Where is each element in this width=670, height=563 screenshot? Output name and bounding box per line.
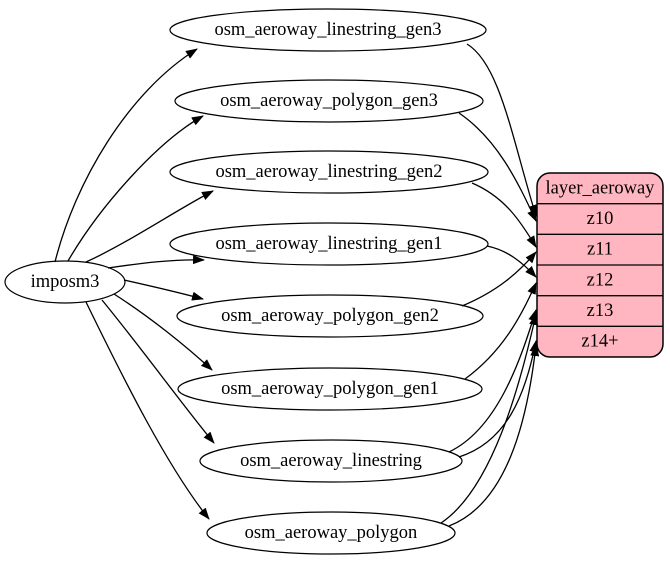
node-osm_aeroway_polygon_gen1: osm_aeroway_polygon_gen1 [177, 367, 483, 411]
osm_aeroway_linestring_gen1-ellipse [169, 222, 489, 266]
layer_aeroway-row-z10: z10 [587, 209, 614, 229]
layer_aeroway-row-z13: z13 [587, 301, 614, 321]
osm_aeroway_polygon_gen1-label: osm_aeroway_polygon_gen1 [221, 379, 439, 399]
layer_aeroway-title: layer_aeroway [546, 178, 656, 198]
edge-osm_aeroway_polygon_gen1-to-layer_aeroway-z12 [464, 282, 537, 380]
imposm3-ellipse [4, 260, 126, 304]
nodes-layer: imposm3 osm_aeroway_linestring_gen3 osm_ae… [4, 8, 664, 555]
osm_aeroway_linestring_gen3-label: osm_aeroway_linestring_gen3 [214, 20, 441, 40]
edge-imposm3-to-osm_aeroway_linestring [101, 299, 215, 444]
node-osm_aeroway_polygon_gen2: osm_aeroway_polygon_gen2 [176, 294, 484, 338]
edge-osm_aeroway_linestring_gen2-to-layer_aeroway-z11 [471, 182, 537, 248]
edge-osm_aeroway_polygon_gen3-to-layer_aeroway-z10 [458, 112, 537, 222]
osm_aeroway_polygon_gen2-label: osm_aeroway_polygon_gen2 [221, 306, 439, 326]
osm_aeroway_polygon_gen3-label: osm_aeroway_polygon_gen3 [220, 91, 438, 111]
edges-layer [54, 43, 540, 527]
layer_aeroway-row-z12: z12 [587, 270, 614, 290]
edge-osm_aeroway_polygon-to-layer_aeroway-z13 [440, 313, 539, 524]
osm_aeroway_linestring-label: osm_aeroway_linestring [240, 451, 422, 471]
node-osm_aeroway_linestring_gen3: osm_aeroway_linestring_gen3 [169, 8, 487, 52]
osm_aeroway_linestring_gen3-ellipse [169, 8, 487, 52]
edge-imposm3-to-osm_aeroway_linestring_gen1 [107, 255, 205, 269]
node-imposm3: imposm3 [4, 260, 126, 304]
osm_aeroway_linestring_gen1-label: osm_aeroway_linestring_gen1 [215, 234, 442, 254]
edge-osm_aeroway_linestring-to-layer_aeroway-z13 [448, 309, 538, 453]
layer_aeroway-row-z14+: z14+ [581, 332, 618, 352]
osm_aeroway_polygon_gen2-ellipse [176, 294, 484, 338]
edge-osm_aeroway_polygon_gen2-to-layer_aeroway-z11 [461, 251, 537, 307]
osm_aeroway_polygon-ellipse [206, 511, 456, 555]
node-osm_aeroway_linestring_gen2: osm_aeroway_linestring_gen2 [169, 150, 489, 194]
edge-osm_aeroway_linestring_gen3-to-layer_aeroway-z10 [466, 43, 538, 217]
node-osm_aeroway_linestring: osm_aeroway_linestring [199, 439, 463, 483]
layer_aeroway-row-z11: z11 [587, 240, 613, 260]
edge-imposm3-to-osm_aeroway_polygon [85, 301, 210, 520]
edge-osm_aeroway_polygon-to-layer_aeroway-z14+ [448, 344, 540, 527]
edge-imposm3-to-osm_aeroway_polygon_gen1 [113, 293, 213, 371]
node-osm_aeroway_polygon_gen3: osm_aeroway_polygon_gen3 [174, 79, 484, 123]
osm_aeroway_polygon_gen3-ellipse [174, 79, 484, 123]
node-layer_aeroway: layer_aeroway z10 z11 z12 z13 z14+ [536, 172, 664, 358]
node-osm_aeroway_polygon: osm_aeroway_polygon [206, 511, 456, 555]
osm_aeroway_linestring-ellipse [199, 439, 463, 483]
edge-osm_aeroway_linestring-to-layer_aeroway-z14+ [458, 340, 539, 458]
edge-osm_aeroway_linestring_gen1-to-layer_aeroway-z12 [486, 245, 537, 278]
imposm3-label: imposm3 [31, 272, 100, 292]
edge-imposm3-to-osm_aeroway_polygon_gen3 [67, 115, 204, 262]
osm_aeroway_polygon_gen1-ellipse [177, 367, 483, 411]
osm_aeroway_linestring_gen2-label: osm_aeroway_linestring_gen2 [215, 162, 442, 182]
osm_aeroway_polygon-label: osm_aeroway_polygon [245, 523, 418, 543]
edge-imposm3-to-osm_aeroway_linestring_gen2 [85, 190, 214, 263]
node-osm_aeroway_linestring_gen1: osm_aeroway_linestring_gen1 [169, 222, 489, 266]
osm_aeroway_linestring_gen2-ellipse [169, 150, 489, 194]
edge-imposm3-to-osm_aeroway_polygon_gen2 [123, 279, 204, 301]
edge-imposm3-to-osm_aeroway_linestring_gen3 [54, 48, 198, 263]
